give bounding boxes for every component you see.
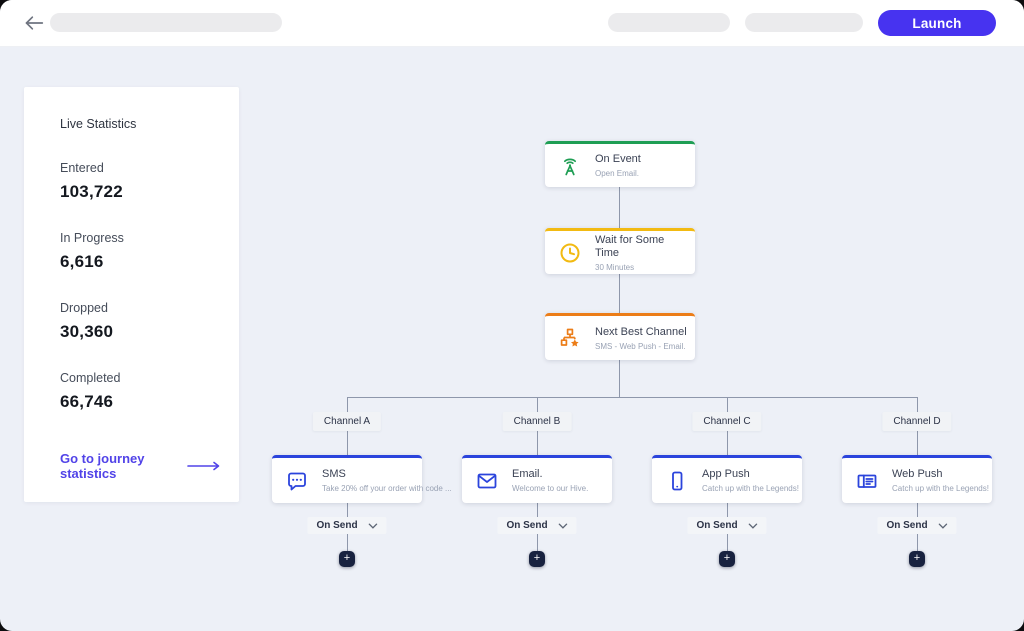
node-texts: App Push Catch up with the Legends! <box>702 468 802 493</box>
launch-button[interactable]: Launch <box>878 10 996 36</box>
dropdown-label: On Send <box>506 520 548 531</box>
stat-value: 6,616 <box>60 252 104 271</box>
node-subtitle: Catch up with the Legends! <box>702 484 799 493</box>
node-title: Email. <box>512 468 543 480</box>
chevron-down-icon <box>748 523 758 529</box>
add-step-button[interactable]: + <box>719 551 735 567</box>
stat-label: Dropped <box>60 301 108 315</box>
back-button[interactable] <box>22 12 46 34</box>
clock-icon <box>557 240 583 266</box>
add-step-button[interactable]: + <box>909 551 925 567</box>
toolbar-placeholder-1 <box>608 13 730 32</box>
node-next-best-channel[interactable]: Next Best Channel SMS - Web Push - Email… <box>545 313 695 360</box>
journey-flow-canvas: On Event Open Email. Wait for Some Time … <box>0 46 1024 631</box>
live-statistics-panel: Live Statistics Entered 103,722 In Progr… <box>24 87 239 502</box>
sms-bubble-icon <box>284 468 310 494</box>
dropdown-label: On Send <box>316 520 358 531</box>
stat-label: Entered <box>60 161 104 175</box>
hierarchy-star-icon <box>557 325 583 351</box>
node-texts: On Event Open Email. <box>595 153 647 178</box>
arrow-right-icon <box>187 461 221 471</box>
go-to-journey-statistics-link[interactable]: Go to journey statistics <box>60 451 221 481</box>
node-title: SMS <box>322 468 346 480</box>
node-texts: Next Best Channel SMS - Web Push - Email… <box>595 326 693 351</box>
top-bar: Launch <box>0 0 1024 47</box>
toolbar-placeholder-2 <box>745 13 863 32</box>
node-texts: SMS Take 20% off your order with code ..… <box>322 468 452 493</box>
connector-line <box>619 274 620 313</box>
channel-d-label: Channel D <box>882 412 952 431</box>
stat-entered: Entered 103,722 <box>60 161 221 202</box>
add-step-button[interactable]: + <box>339 551 355 567</box>
node-title: On Event <box>595 153 641 165</box>
node-app-push[interactable]: App Push Catch up with the Legends! <box>652 455 802 503</box>
stat-label: In Progress <box>60 231 124 245</box>
on-send-dropdown[interactable]: On Send <box>497 517 577 534</box>
arrow-left-icon <box>24 15 44 31</box>
antenna-broadcast-icon <box>557 153 583 179</box>
node-on-event[interactable]: On Event Open Email. <box>545 141 695 187</box>
node-subtitle: 30 Minutes <box>595 262 635 272</box>
on-send-dropdown[interactable]: On Send <box>877 517 957 534</box>
node-texts: Web Push Catch up with the Legends! <box>892 468 992 493</box>
stat-value: 30,360 <box>60 322 114 341</box>
link-label: Go to journey statistics <box>60 451 145 481</box>
channel-c-label: Channel C <box>692 412 762 431</box>
node-title: Web Push <box>892 468 943 480</box>
node-title: App Push <box>702 468 750 480</box>
node-title: Wait for Some Time <box>595 233 665 259</box>
stat-label: Completed <box>60 371 121 385</box>
connector-line <box>619 359 620 397</box>
node-title: Next Best Channel <box>595 325 687 338</box>
node-texts: Wait for Some Time 30 Minutes <box>595 234 695 272</box>
node-wait-for-some-time[interactable]: Wait for Some Time 30 Minutes <box>545 228 695 274</box>
node-subtitle: Catch up with the Legends! <box>892 484 989 493</box>
node-texts: Email. Welcome to our Hive. <box>512 468 594 493</box>
dropdown-label: On Send <box>696 520 738 531</box>
chevron-down-icon <box>558 523 568 529</box>
chevron-down-icon <box>938 523 948 529</box>
stat-in-progress: In Progress 6,616 <box>60 231 221 272</box>
node-subtitle: Open Email. <box>595 169 640 178</box>
stat-dropped: Dropped 30,360 <box>60 301 221 342</box>
journey-title-placeholder <box>50 13 282 32</box>
channel-b-label: Channel B <box>502 412 572 431</box>
node-subtitle: Welcome to our Hive. <box>512 484 589 493</box>
connector-line <box>347 397 918 398</box>
connector-line <box>619 187 620 228</box>
on-send-dropdown[interactable]: On Send <box>687 517 767 534</box>
channel-a-label: Channel A <box>312 412 382 431</box>
envelope-icon <box>474 468 500 494</box>
node-subtitle: Take 20% off your order with code ... <box>322 484 452 493</box>
stat-value: 66,746 <box>60 392 114 411</box>
node-web-push[interactable]: Web Push Catch up with the Legends! <box>842 455 992 503</box>
node-sms[interactable]: SMS Take 20% off your order with code ..… <box>272 455 452 503</box>
stat-value: 103,722 <box>60 182 123 201</box>
smartphone-icon <box>664 468 690 494</box>
node-email[interactable]: Email. Welcome to our Hive. <box>462 455 612 503</box>
chevron-down-icon <box>368 523 378 529</box>
dropdown-label: On Send <box>886 520 928 531</box>
stat-completed: Completed 66,746 <box>60 371 221 412</box>
browser-window-icon <box>854 468 880 494</box>
node-subtitle: SMS - Web Push - Email. <box>595 341 686 351</box>
stats-panel-title: Live Statistics <box>60 117 137 131</box>
add-step-button[interactable]: + <box>529 551 545 567</box>
on-send-dropdown[interactable]: On Send <box>307 517 387 534</box>
